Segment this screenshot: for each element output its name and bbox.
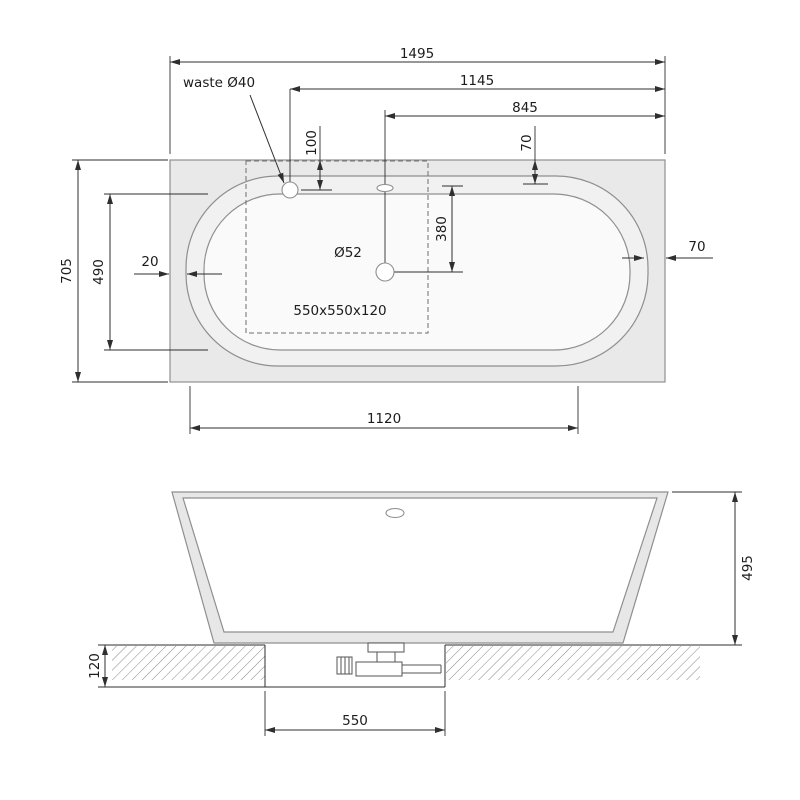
top-view: 1495 1145 845 100 70 (59, 46, 713, 434)
dim-70-top: 70 (519, 126, 548, 185)
trap-flange (367, 642, 405, 653)
support-base-label: 550x550x120 (293, 303, 386, 319)
dim-label: 550 (342, 713, 368, 729)
dim-label: 1120 (367, 411, 401, 427)
dim-20: 20 (134, 254, 222, 277)
dim-label: 70 (688, 239, 705, 255)
waste-callout: waste Ø40 (183, 75, 285, 184)
dim-845: 845 (385, 100, 665, 119)
dim-label: 1145 (460, 73, 494, 89)
dim-1120: 1120 (189, 386, 579, 434)
dim-490: 490 (91, 193, 208, 351)
ground-hatch-right (446, 646, 700, 680)
dim-label: 705 (59, 258, 75, 284)
dim-label: 70 (519, 134, 535, 151)
waste-label: waste Ø40 (183, 75, 255, 91)
waste-hole (281, 181, 299, 199)
dim-label: 380 (434, 216, 450, 242)
trap-neck (376, 651, 396, 663)
dim-550: 550 (264, 691, 446, 736)
leader-line (249, 94, 285, 184)
dim-label: 20 (141, 254, 158, 270)
dim-100: 100 (301, 126, 332, 191)
dim-label: 1495 (400, 46, 434, 62)
dim-1495: 1495 (169, 46, 666, 154)
drain-label: Ø52 (334, 245, 362, 261)
ground-hatch-left (112, 646, 265, 680)
overflow-hole-top (376, 183, 394, 193)
support-base-outline (245, 160, 429, 334)
drain-hole (375, 262, 395, 282)
dim-70-right: 70 (622, 239, 713, 261)
dim-label: 490 (91, 259, 107, 285)
dim-label: 495 (740, 555, 756, 581)
dim-label: 845 (512, 100, 538, 116)
dim-705: 705 (59, 159, 168, 383)
ground (98, 644, 742, 688)
dim-label: 120 (87, 653, 103, 679)
dim-495: 495 (672, 491, 756, 645)
dim-380: 380 (434, 185, 463, 272)
overflow-hole-side (385, 507, 405, 519)
waste-trap (336, 642, 442, 677)
dim-label: 100 (304, 130, 320, 156)
trap-body (355, 661, 403, 677)
dim-1145: 1145 (290, 73, 665, 92)
dim-120: 120 (87, 645, 108, 687)
side-view: 495 120 550 (87, 491, 756, 736)
tub-cavity-side (182, 497, 658, 633)
